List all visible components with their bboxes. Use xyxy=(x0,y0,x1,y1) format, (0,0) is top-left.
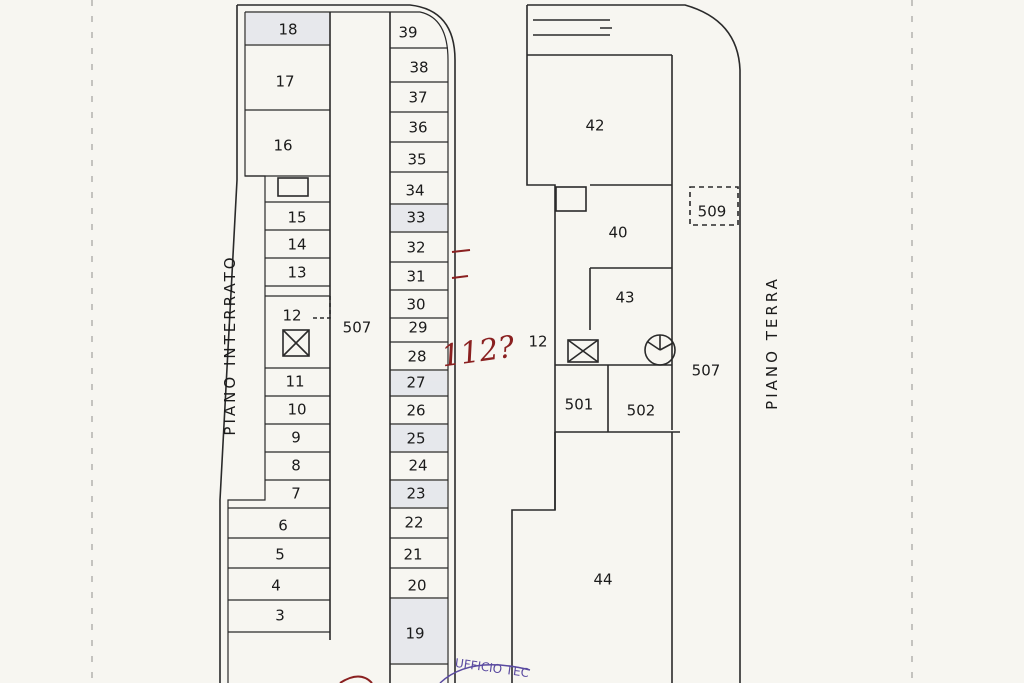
right-stairs xyxy=(555,186,587,212)
unit-label: 34 xyxy=(405,181,425,200)
right-floor-label: PIANO TERRA xyxy=(763,276,781,410)
stamp-arc xyxy=(439,664,531,683)
unit-label: 29 xyxy=(408,318,428,337)
unit-label: 11 xyxy=(285,372,305,391)
right-stall-dividers xyxy=(390,47,448,665)
right-lift xyxy=(567,339,599,363)
left-stall-dividers xyxy=(228,44,330,633)
unit-label: 42 xyxy=(585,116,605,135)
unit-label: 13 xyxy=(287,263,307,282)
unit-label: 501 xyxy=(564,395,594,414)
unit-label: 15 xyxy=(287,208,307,227)
unit-label: 21 xyxy=(403,545,423,564)
unit-label: 26 xyxy=(406,401,426,420)
unit-label: 10 xyxy=(287,400,307,419)
unit-label: 16 xyxy=(273,136,293,155)
unit-label: 40 xyxy=(608,223,628,242)
unit-label: 7 xyxy=(291,484,301,503)
unit-label: 5 xyxy=(275,545,285,564)
unit-label: 19 xyxy=(405,624,425,643)
unit-label: 14 xyxy=(287,235,307,254)
unit-label: 9 xyxy=(291,428,301,447)
unit-label: 38 xyxy=(409,58,429,77)
corridor-label: 507 xyxy=(342,318,372,337)
unit-label: 28 xyxy=(407,347,427,366)
unit-label: 23 xyxy=(406,484,426,503)
right-plan-outline xyxy=(511,4,741,683)
unit-label: 20 xyxy=(407,576,427,595)
unit-label: 4 xyxy=(271,576,281,595)
left-floor-label: PIANO INTERRATO xyxy=(221,254,239,436)
red-marks xyxy=(339,249,471,683)
unit-label: 27 xyxy=(406,373,426,392)
unit-label: 502 xyxy=(626,401,656,420)
unit-label: 25 xyxy=(406,429,426,448)
unit-label: 509 xyxy=(697,202,727,221)
unit-label: 3 xyxy=(275,606,285,625)
unit-label: 39 xyxy=(398,23,418,42)
unit-label: 44 xyxy=(593,570,613,589)
unit-label: 33 xyxy=(406,208,426,227)
unit-label: 22 xyxy=(404,513,424,532)
unit-label: 6 xyxy=(278,516,288,535)
unit-509-box xyxy=(689,186,739,226)
unit-label: 32 xyxy=(406,238,426,257)
ramp-arrow-icon xyxy=(533,19,612,36)
left-lift xyxy=(282,329,310,357)
left-stairs xyxy=(277,177,309,197)
unit-label: 18 xyxy=(278,20,298,39)
unit-label: 17 xyxy=(275,72,295,91)
unit-label: 507 xyxy=(691,361,721,380)
unit-label: 12 xyxy=(528,332,548,351)
unit-label: 12 xyxy=(282,306,302,325)
unit-label: 43 xyxy=(615,288,635,307)
left-plan-outline xyxy=(219,4,456,683)
unit-label: 24 xyxy=(408,456,428,475)
unit-label: 35 xyxy=(407,150,427,169)
unit-label: 37 xyxy=(408,88,428,107)
unit-label: 31 xyxy=(406,267,426,286)
unit-label: 30 xyxy=(406,295,426,314)
unit-label: 8 xyxy=(291,456,301,475)
shaded-stalls xyxy=(246,13,447,663)
unit-label: 36 xyxy=(408,118,428,137)
